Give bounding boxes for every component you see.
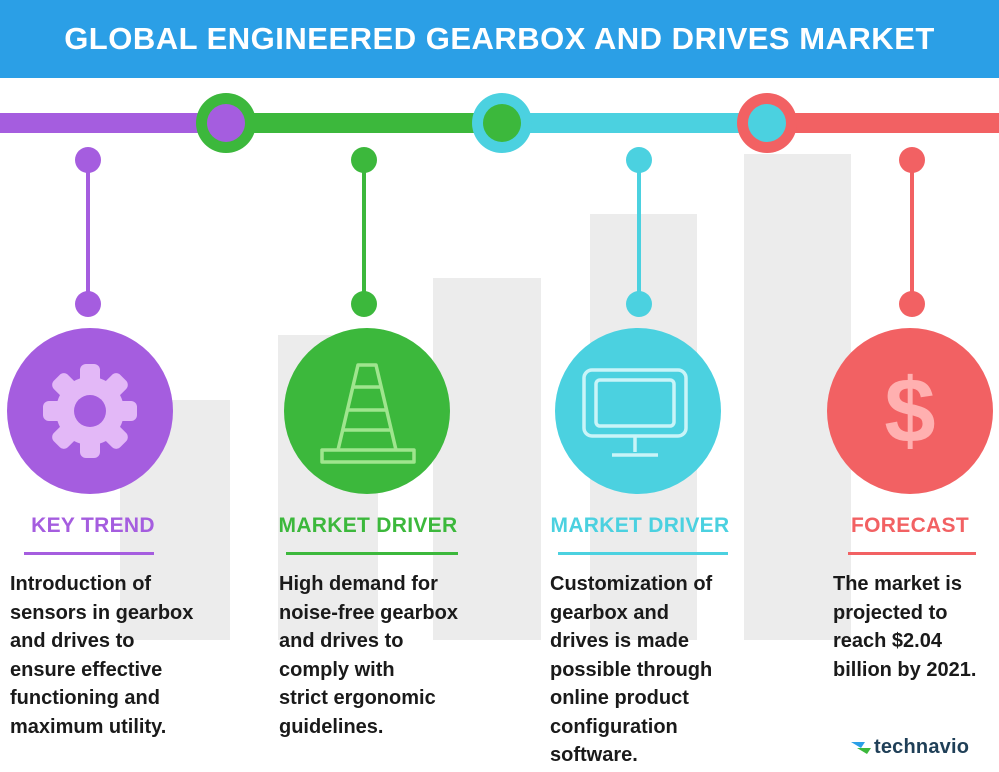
timeline-joint-2-dot — [483, 104, 521, 142]
description-line: Introduction of — [10, 573, 152, 595]
brand-name: technavio — [874, 736, 970, 758]
description-line: High demand for — [279, 573, 438, 595]
description-line: strict ergonomic — [279, 687, 436, 709]
dollar-icon: $ — [884, 360, 935, 462]
timeline-segment-green — [226, 113, 502, 133]
icon-circle-3 — [555, 328, 721, 494]
column-underline-2 — [286, 552, 458, 555]
gear-icon — [43, 364, 137, 458]
column-underline-1 — [24, 552, 154, 555]
background-bar-3 — [433, 278, 541, 640]
column-label-key-trend: KEY TREND — [31, 514, 155, 537]
description-line: reach $2.04 — [833, 630, 942, 652]
connector-dot-bottom-2 — [351, 291, 377, 317]
description-line: possible through — [550, 658, 713, 681]
column-label-market-driver-1: MARKET DRIVER — [278, 514, 458, 537]
connector-dot-top-1 — [75, 147, 101, 173]
description-line: comply with — [279, 658, 395, 681]
description-line: drives is made — [550, 630, 689, 652]
monitor-icon — [582, 368, 688, 457]
description-forecast: The market is projected to reach $2.04 b… — [833, 570, 998, 684]
description-line: The market is — [833, 573, 962, 595]
icon-circle-4 — [827, 328, 993, 494]
column-underline-3 — [558, 552, 728, 555]
timeline-segment-red — [767, 113, 999, 133]
connector-dot-top-3 — [626, 147, 652, 173]
technavio-logo: technavio — [851, 736, 969, 759]
description-line: noise-free gearbox — [279, 601, 458, 624]
traffic-cone-icon — [320, 363, 416, 464]
description-line: functioning and — [10, 687, 160, 709]
description-market-driver-2: Customization of gearbox and drives is m… — [550, 570, 770, 770]
description-line: configuration — [550, 715, 678, 738]
description-line: Customization of — [550, 573, 713, 595]
timeline-joint-1-dot — [207, 104, 245, 142]
technavio-logo-icon — [851, 741, 871, 754]
description-line: billion by 2021. — [833, 658, 977, 681]
description-line: online product — [550, 687, 689, 709]
column-label-market-driver-2: MARKET DRIVER — [550, 514, 730, 537]
description-line: ensure effective — [10, 658, 163, 681]
description-line: and drives to — [10, 630, 135, 652]
description-line: sensors in gearbox — [10, 601, 194, 624]
description-line: software. — [550, 744, 638, 766]
connector-dot-bottom-3 — [626, 291, 652, 317]
connector-dot-top-2 — [351, 147, 377, 173]
description-line: maximum utility. — [10, 715, 167, 738]
description-market-driver-1: High demand for noise-free gearbox and d… — [279, 570, 509, 741]
connector-dot-top-4 — [899, 147, 925, 173]
description-line: projected to — [833, 601, 948, 624]
description-line: gearbox and — [550, 601, 669, 624]
description-line: guidelines. — [279, 715, 384, 738]
connector-dot-bottom-4 — [899, 291, 925, 317]
connector-dot-bottom-1 — [75, 291, 101, 317]
column-label-forecast: FORECAST — [851, 514, 969, 537]
description-line: and drives to — [279, 630, 404, 652]
timeline-segment-purple — [0, 113, 226, 133]
timeline-segment-cyan — [502, 113, 767, 133]
page-title: GLOBAL ENGINEERED GEARBOX AND DRIVES MAR… — [0, 0, 999, 78]
timeline-joint-3-dot — [748, 104, 786, 142]
column-underline-4 — [848, 552, 976, 555]
description-key-trend: Introduction of sensors in gearbox and d… — [10, 570, 240, 741]
